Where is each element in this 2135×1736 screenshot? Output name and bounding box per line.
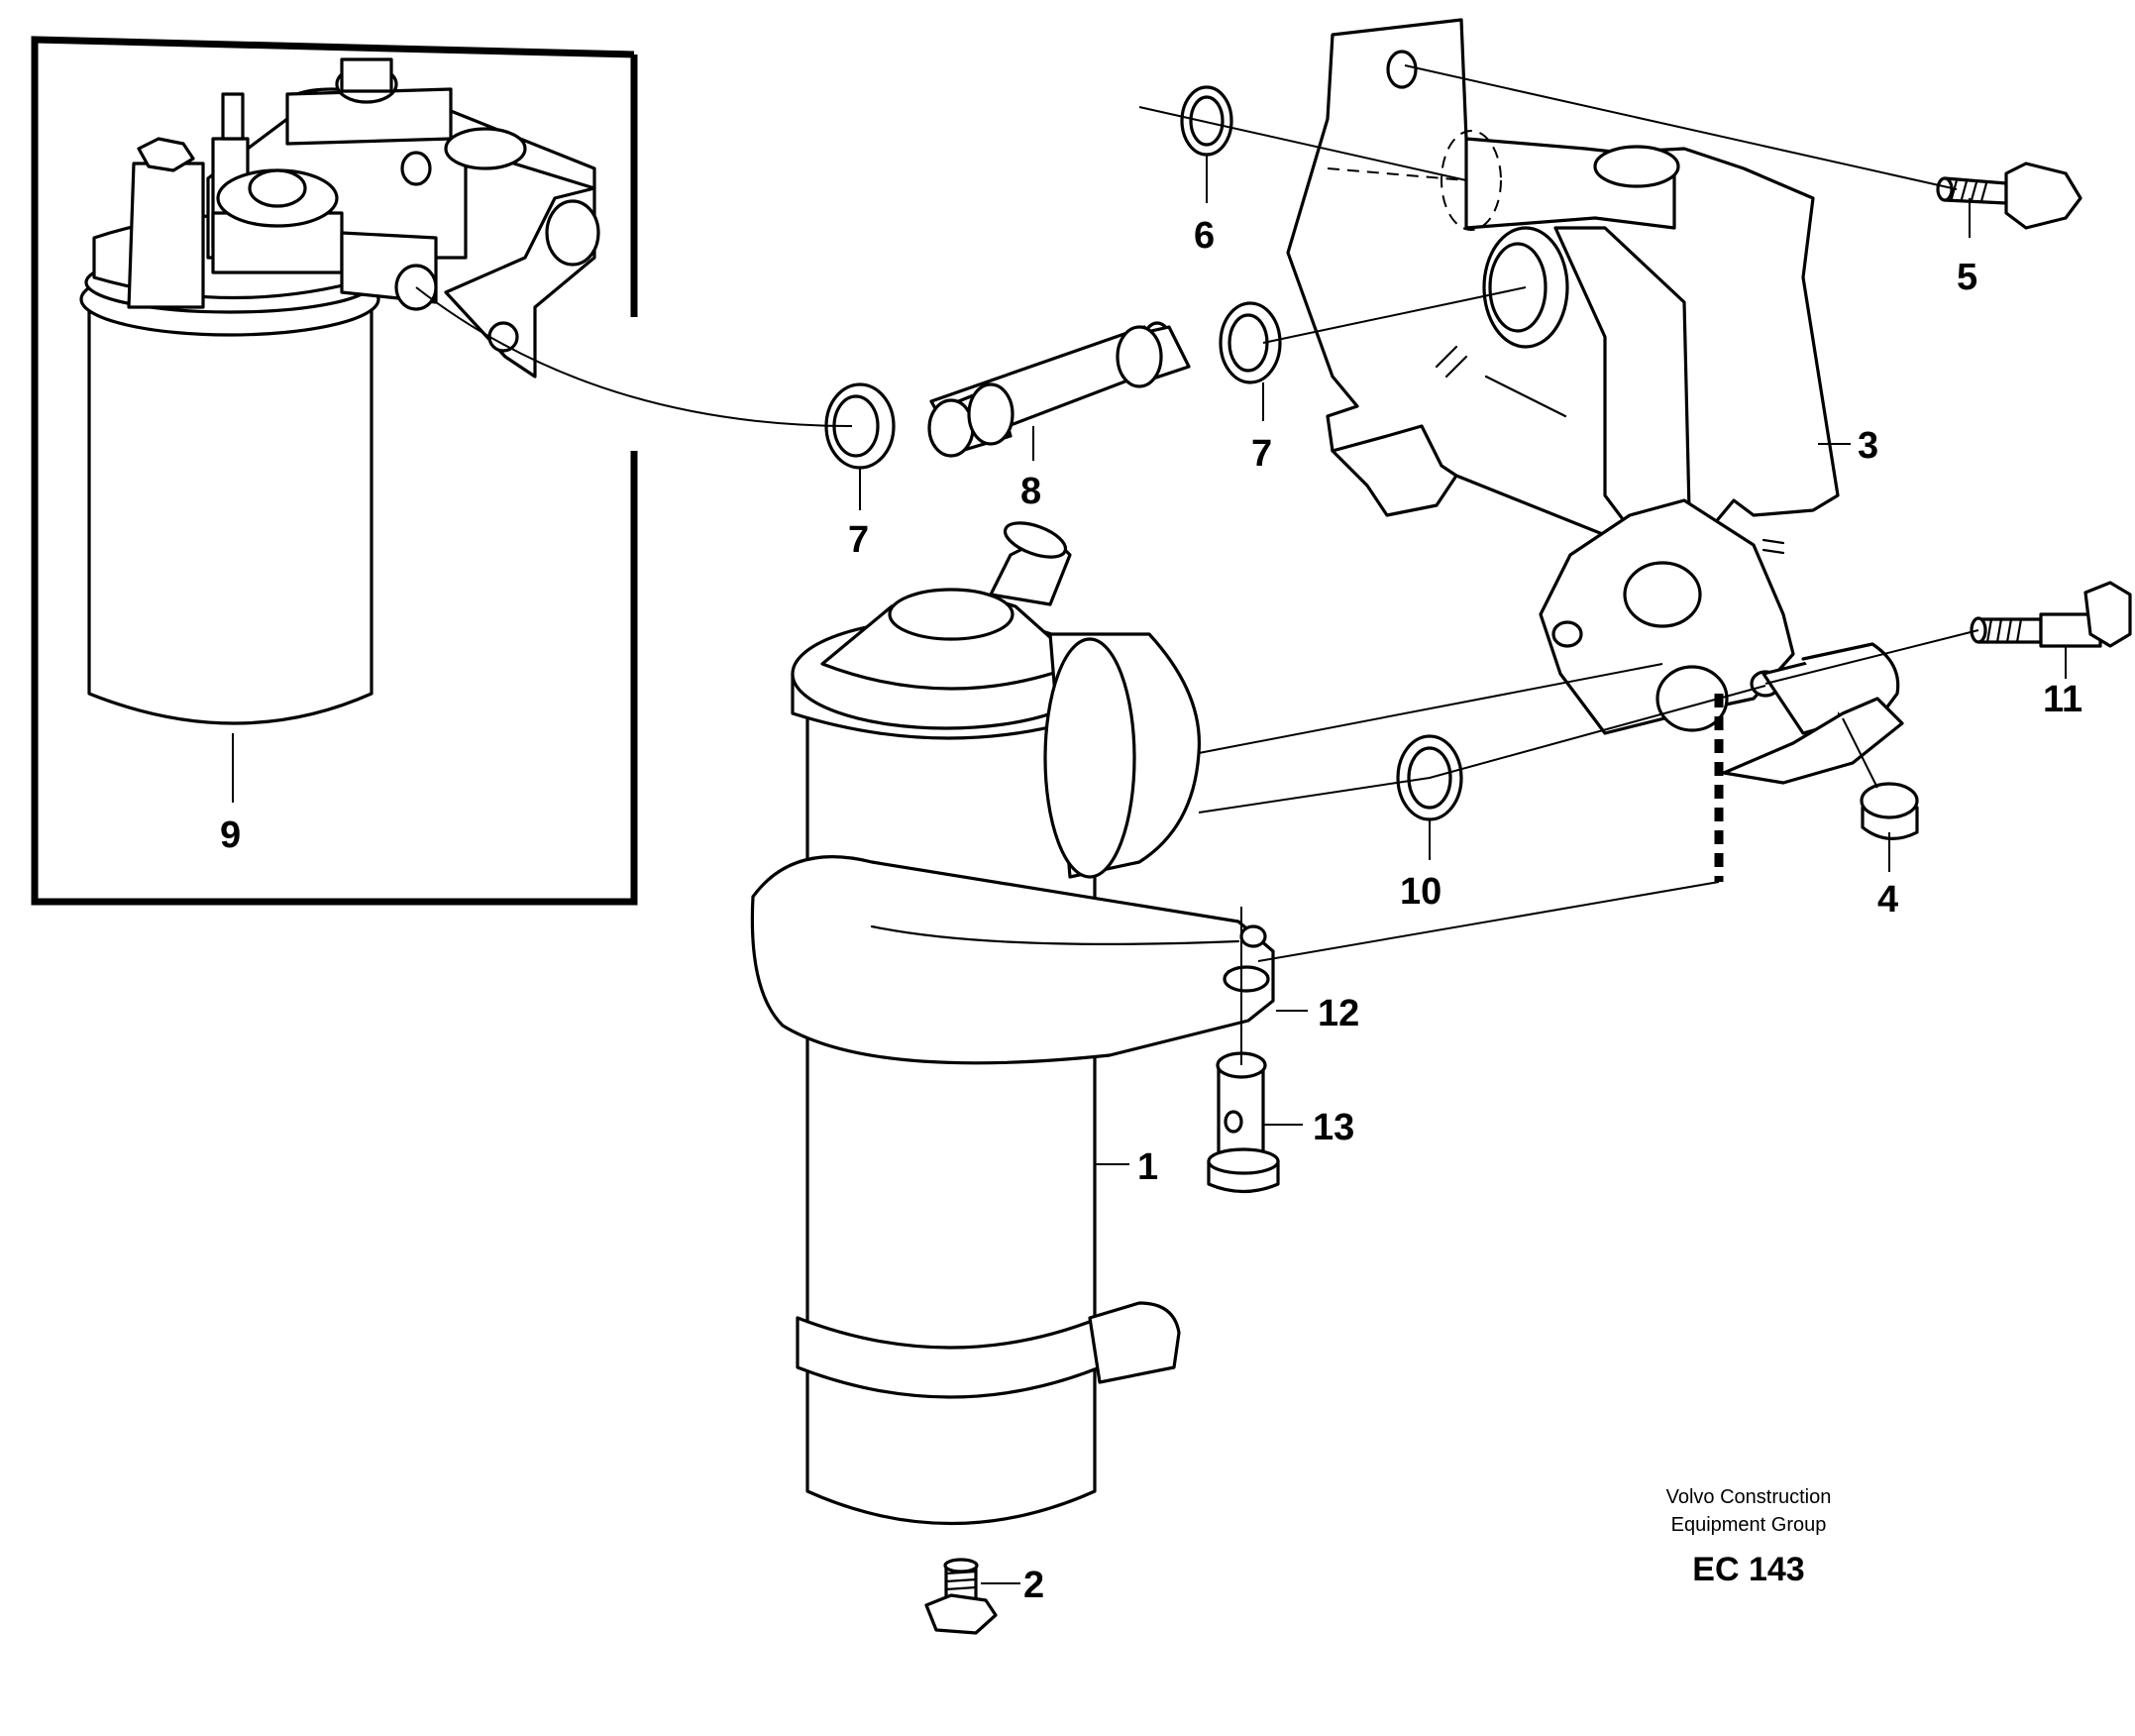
callout-10: 10 <box>1400 871 1441 913</box>
callout-9: 9 <box>220 814 241 856</box>
plug-4 <box>1860 782 1919 840</box>
callout-8: 8 <box>1020 471 1041 512</box>
callout-7-right: 7 <box>1251 433 1272 475</box>
drain-plug-2 <box>924 1558 998 1635</box>
assembly-lines <box>415 64 1979 1065</box>
o-ring-6 <box>1180 85 1233 157</box>
bolt-11 <box>1970 581 2132 648</box>
callout-1: 1 <box>1137 1146 1158 1188</box>
credit-line-1: Volvo Construction <box>1666 1486 1832 1508</box>
callout-12: 12 <box>1318 993 1359 1034</box>
inset-frame <box>31 36 638 906</box>
callout-5: 5 <box>1957 257 1977 298</box>
figure-code: EC 143 <box>1692 1551 1804 1588</box>
callout-13: 13 <box>1313 1107 1354 1148</box>
pipe-nipple-8 <box>927 321 1191 458</box>
leader-lines <box>232 155 2067 1584</box>
oil-cooler <box>750 521 1275 1526</box>
sleeve-13 <box>1207 1051 1280 1194</box>
callout-2: 2 <box>1023 1565 1044 1606</box>
callout-11: 11 <box>2043 679 2082 720</box>
callout-4: 4 <box>1877 879 1898 921</box>
o-ring-7-right <box>1219 301 1282 384</box>
bolt-5 <box>1936 162 2082 230</box>
credit-line-2: Equipment Group <box>1671 1514 1827 1536</box>
bracket-housing <box>1286 18 1904 785</box>
oil-filter-assembly <box>79 57 600 725</box>
callout-6: 6 <box>1194 215 1215 257</box>
callout-7-left: 7 <box>848 519 869 561</box>
callout-3: 3 <box>1858 425 1878 467</box>
